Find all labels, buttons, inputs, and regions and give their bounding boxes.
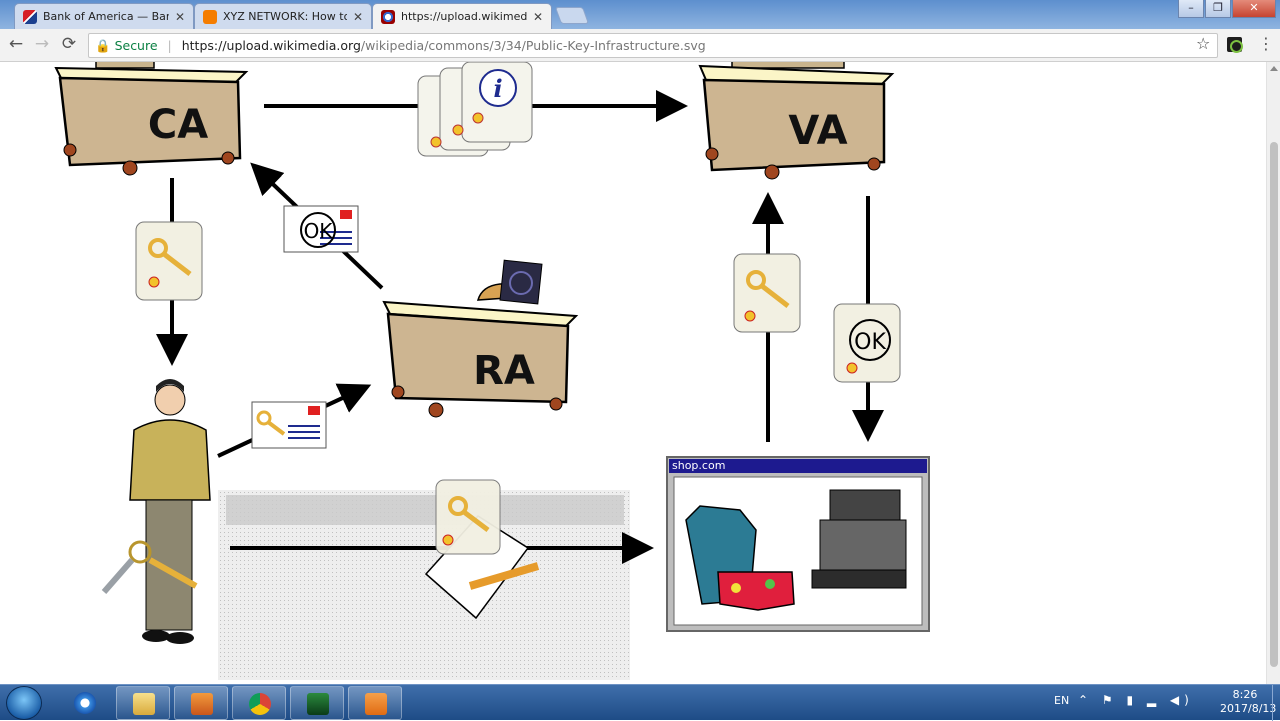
new-tab-button[interactable] [554,7,590,24]
start-button[interactable] [6,686,42,720]
camtasia-icon[interactable] [290,686,344,720]
ca-label: CA [148,102,208,148]
address-bar[interactable]: 🔒 Secure | https://upload.wikimedia.org/… [88,33,1218,58]
browser-chrome: Bank of America — Bank ✕ XYZ NETWORK: Ho… [0,0,1280,62]
key-envelope-icon [251,401,327,449]
secure-label: Secure [114,38,158,53]
browser-menu-button[interactable]: ⋮ [1258,34,1274,53]
cash-register-icon [811,489,907,589]
reload-button[interactable]: ⟳ [61,34,77,54]
pki-diagram: CA VA RA [54,62,930,680]
extension-icon[interactable] [1227,37,1243,53]
window-controls: – ❐ ✕ [1177,0,1276,18]
clock-time: 8:26 [1232,688,1258,701]
va-label: VA [788,108,847,154]
vertical-scrollbar[interactable] [1266,62,1280,684]
close-tab-icon[interactable]: ✕ [352,9,363,24]
close-tab-icon[interactable]: ✕ [174,9,185,24]
bank-of-america-icon [23,9,37,24]
clock-date: 2017/8/13 [1220,702,1277,715]
tab-wikimedia[interactable]: https://upload.wikimedia ✕ [372,3,552,29]
url-host: https://upload.wikimedia.org [181,38,361,53]
scroll-up-icon[interactable] [1270,66,1278,71]
bookmark-star-icon[interactable]: ☆ [1196,34,1211,53]
close-window-button[interactable]: ✕ [1232,0,1276,18]
minimize-button[interactable]: – [1178,0,1204,18]
browser-toolbar: ← → ⟳ 🔒 Secure | https://upload.wikimedi… [0,29,1280,62]
signed-document-icon [424,479,540,620]
lock-icon: 🔒 [95,38,111,53]
windows-taskbar: EN ⌃ ⚑ ▮ ▂ ◀) 8:26 2017/8/13 [0,684,1280,721]
ok-certificate-icon: OK [833,303,901,383]
ok-label: OK [854,330,886,355]
back-button[interactable]: ← [8,34,24,54]
system-tray: EN ⌃ ⚑ ▮ ▂ ◀) 8:26 2017/8/13 [1050,685,1280,721]
show-desktop-button[interactable] [1272,685,1280,721]
scrollbar-thumb[interactable] [1270,142,1278,667]
pencil-icon [468,562,540,590]
va-desk: VA [698,62,895,180]
wikimedia-icon [381,9,395,24]
tab-title: Bank of America — Bank [43,10,169,23]
close-tab-icon[interactable]: ✕ [532,9,543,24]
shop-title: shop.com [672,459,725,472]
internet-explorer-icon[interactable] [58,686,112,720]
shorts-icon [717,571,795,611]
blogger-icon [203,9,217,24]
restore-button[interactable]: ❐ [1205,0,1231,18]
svg-viewer-page: CA VA RA [0,62,1266,684]
tab-xyz-network[interactable]: XYZ NETWORK: How to ✕ [194,3,372,29]
key-certificate-va-icon [733,253,801,333]
file-explorer-icon[interactable] [116,686,170,720]
forward-button[interactable]: → [34,34,50,54]
info-icon: i [493,74,502,103]
shop-window: shop.com [666,456,930,632]
tab-strip: Bank of America — Bank ✕ XYZ NETWORK: Ho… [0,0,1280,29]
ok-envelope-icon: OK [283,205,359,253]
document-backdrop [218,490,630,680]
ok-label: OK [304,219,334,243]
presentation-icon[interactable] [348,686,402,720]
ra-desk: RA [382,259,579,418]
clock[interactable]: 8:26 2017/8/13 [1220,688,1277,716]
ra-label: RA [473,348,535,394]
ca-desk: CA [54,62,249,176]
certificate-stack-icon: i [417,62,533,157]
tray-icons[interactable]: ⌃ ⚑ ▮ ▂ ◀) [1078,693,1194,707]
language-indicator[interactable]: EN [1054,694,1070,707]
tab-title: https://upload.wikimedia [401,10,527,23]
tab-title: XYZ NETWORK: How to [223,10,347,23]
key-certificate-icon [135,221,203,301]
tab-bank-of-america[interactable]: Bank of America — Bank ✕ [14,3,194,29]
chrome-icon[interactable] [232,686,286,720]
media-player-icon[interactable] [174,686,228,720]
url-path: /wikipedia/commons/3/34/Public-Key-Infra… [360,38,706,53]
user-person-icon [101,379,211,644]
